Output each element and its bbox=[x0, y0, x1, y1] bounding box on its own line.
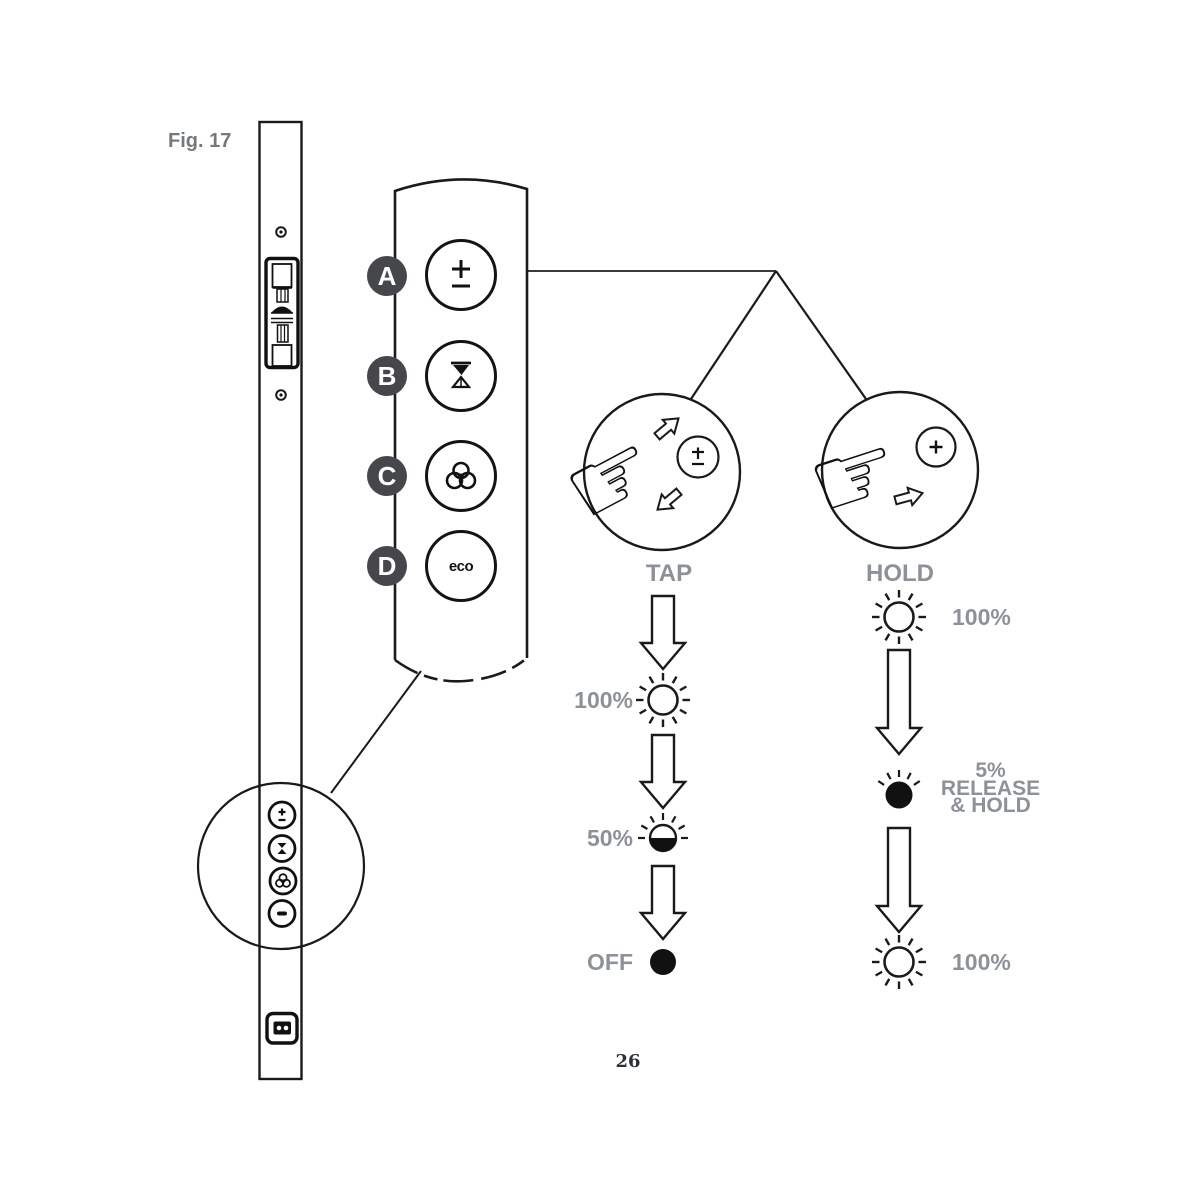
badge-d: D bbox=[367, 546, 407, 586]
down-arrow-icon bbox=[639, 594, 687, 671]
tap-step-50: 50% bbox=[586, 825, 633, 851]
tap-step-100: 100% bbox=[574, 687, 633, 713]
hold-mid-line1: 5% bbox=[975, 759, 1006, 782]
badge-b: B bbox=[367, 356, 407, 396]
hold-gesture-circle: ☞ bbox=[794, 390, 980, 550]
hold-mid-note: 5% RELEASE & HOLD bbox=[933, 759, 1048, 817]
control-panel-outline bbox=[393, 178, 529, 683]
tap-gesture-circle: ☞ bbox=[544, 392, 742, 551]
off-dot-icon bbox=[650, 949, 676, 975]
down-arrow-icon bbox=[639, 864, 687, 941]
tap-title: TAP bbox=[645, 560, 693, 587]
tap-button-dim-icon bbox=[692, 447, 704, 466]
button-b-timer bbox=[425, 340, 497, 412]
plus-minus-icon bbox=[452, 260, 470, 288]
zoom-detail-circle bbox=[196, 781, 366, 951]
hold-start-value: 100% bbox=[952, 604, 1011, 630]
mini-colormix-icon bbox=[275, 873, 291, 888]
hourglass-icon bbox=[450, 361, 472, 389]
mini-eco-icon bbox=[277, 911, 287, 916]
sun-50-icon bbox=[636, 811, 690, 853]
rocker-switch-icon bbox=[264, 256, 300, 370]
button-a-dim bbox=[425, 239, 497, 311]
mini-hourglass-icon bbox=[277, 843, 287, 854]
eco-label: eco bbox=[448, 557, 474, 575]
page-number: 26 bbox=[615, 1051, 641, 1072]
hold-mid-line2: RELEASE bbox=[940, 776, 1041, 800]
device-side-view bbox=[258, 120, 303, 1081]
badge-c: C bbox=[367, 456, 407, 496]
hold-button-plus-icon bbox=[929, 440, 943, 454]
dim-5-dot-icon bbox=[877, 768, 921, 810]
tap-step-off: OFF bbox=[587, 949, 633, 975]
button-c-color bbox=[425, 440, 497, 512]
badge-a: A bbox=[367, 256, 407, 296]
sun-100-icon bbox=[870, 933, 928, 991]
down-arrow-icon bbox=[639, 733, 687, 810]
button-d-eco: eco bbox=[425, 530, 497, 602]
sun-100-icon bbox=[634, 671, 692, 729]
hold-end-value: 100% bbox=[952, 949, 1011, 975]
sun-100-icon bbox=[870, 588, 928, 646]
figure-label: Fig. 17 bbox=[168, 130, 232, 152]
hold-sequence bbox=[870, 588, 928, 991]
hold-title: HOLD bbox=[866, 560, 934, 587]
down-arrow-icon bbox=[875, 826, 923, 934]
tap-sequence bbox=[634, 594, 692, 975]
hold-mid-line3: & HOLD bbox=[950, 794, 1031, 817]
mini-dim-icon bbox=[278, 808, 286, 822]
color-mix-icon bbox=[445, 461, 477, 490]
port-icon bbox=[265, 1011, 299, 1045]
down-arrow-icon bbox=[875, 648, 923, 756]
screw-icon bbox=[275, 226, 287, 401]
callout-lines bbox=[330, 270, 867, 794]
